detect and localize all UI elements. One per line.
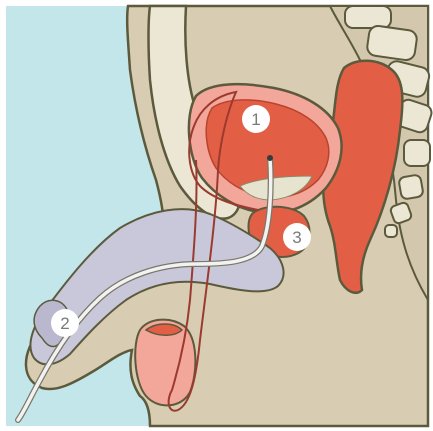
vertebra-5	[404, 140, 430, 166]
marker-1: 1	[242, 105, 270, 133]
marker-2: 2	[51, 309, 79, 337]
vertebra-2	[366, 25, 418, 61]
marker-3: 3	[283, 223, 311, 251]
marker-1-label: 1	[251, 110, 260, 129]
marker-3-label: 3	[292, 228, 301, 247]
vertebra-8	[385, 225, 397, 237]
marker-2-label: 2	[60, 314, 69, 333]
vertebra-6	[398, 174, 423, 199]
catheter-tip	[267, 155, 273, 161]
vertebra-1	[345, 6, 391, 28]
